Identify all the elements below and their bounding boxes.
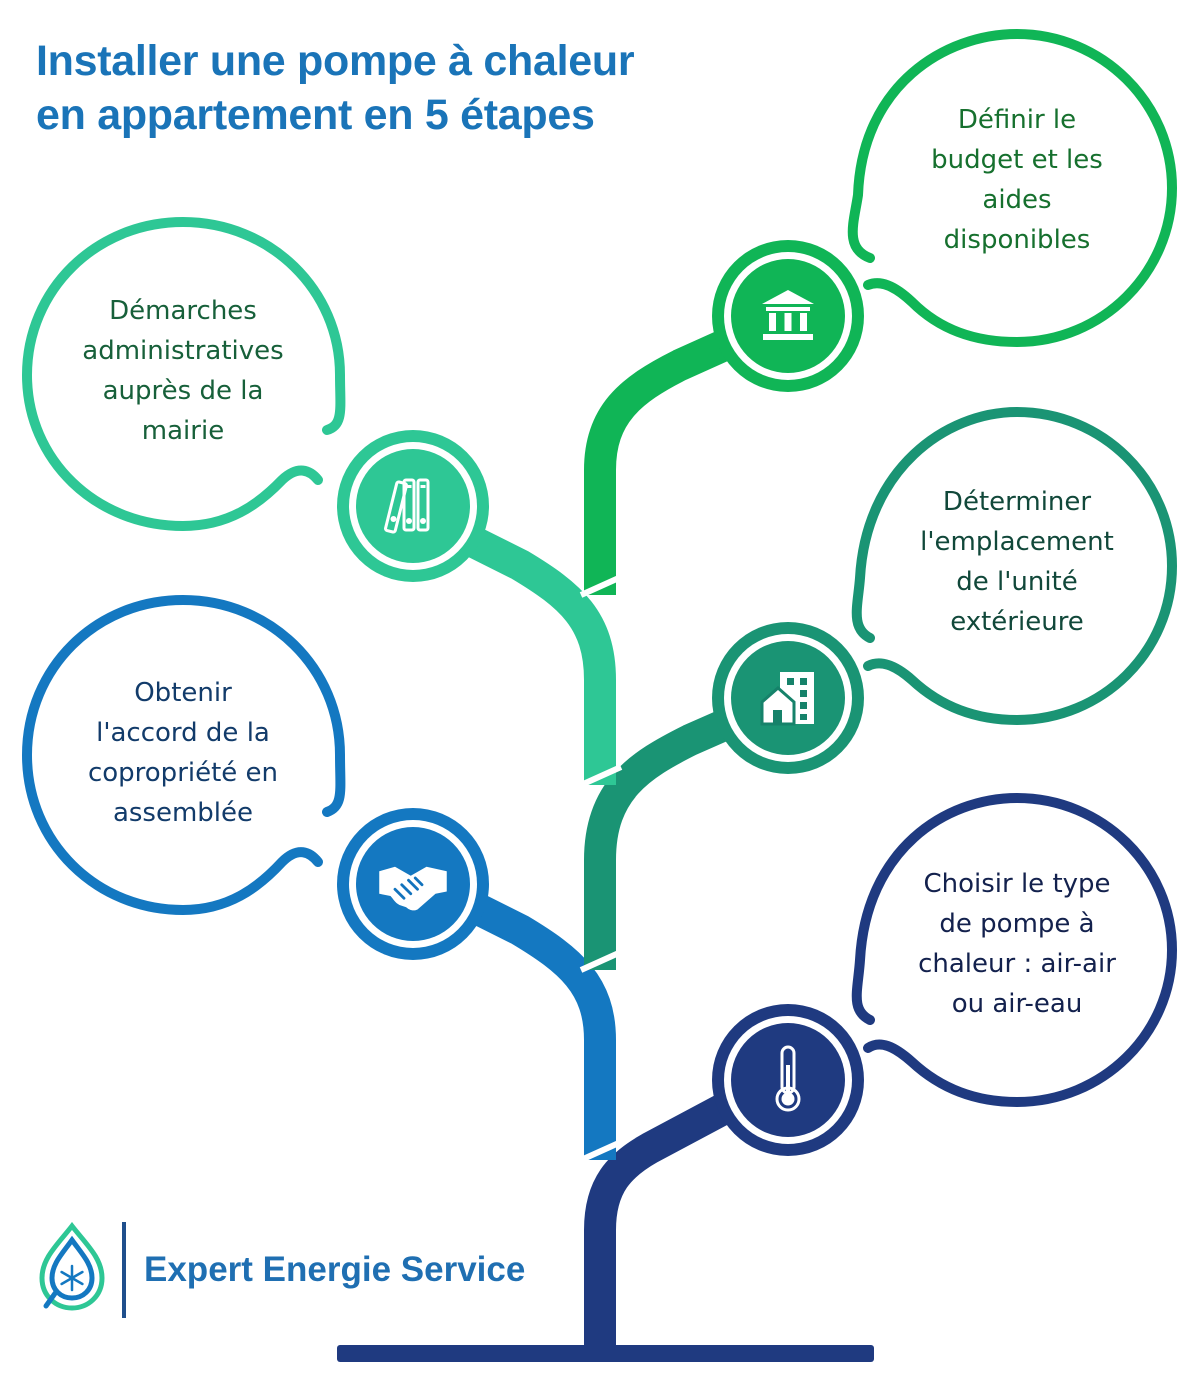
trunk — [584, 1085, 748, 1345]
badge-budget — [712, 240, 864, 392]
badge-type — [712, 1004, 864, 1156]
title-line-2: en appartement en 5 étapes — [36, 91, 595, 139]
branch-copro — [452, 885, 616, 1160]
step-admin-text: Démarches administratives auprès de la m… — [82, 296, 284, 446]
bubble-outline-location — [851, 406, 1178, 726]
badge-admin — [337, 430, 489, 582]
ground-line — [337, 1345, 874, 1362]
badge-copro — [337, 808, 489, 960]
brand-separator — [122, 1222, 126, 1318]
brand-name: Expert Energie Service — [144, 1250, 526, 1289]
bubble-outline-copro — [21, 594, 346, 916]
branch-admin — [452, 520, 616, 785]
drop-snowflake-logo — [39, 1222, 105, 1311]
page-title: Installer une pompe à chaleur en apparte… — [36, 34, 756, 142]
title-line-1: Installer une pompe à chaleur — [36, 37, 635, 85]
badge-location — [712, 622, 864, 774]
bubble-outline-admin — [21, 216, 346, 532]
step-type-text: Choisir le type de pompe à chaleur : air… — [918, 869, 1116, 1019]
branch-budget — [584, 323, 747, 595]
step-copro-text: Obtenir l'accord de la copropriété en as… — [87, 678, 279, 828]
branch-location — [584, 703, 747, 970]
step-location-text: Déterminer l'emplacement de l'unité exté… — [920, 487, 1114, 637]
bubble-outline-type — [851, 792, 1178, 1108]
bubble-outline-budget — [847, 28, 1178, 348]
step-budget-text: Définir le budget et les aides disponibl… — [931, 105, 1103, 255]
brand: Expert Energie Service — [36, 1222, 576, 1322]
